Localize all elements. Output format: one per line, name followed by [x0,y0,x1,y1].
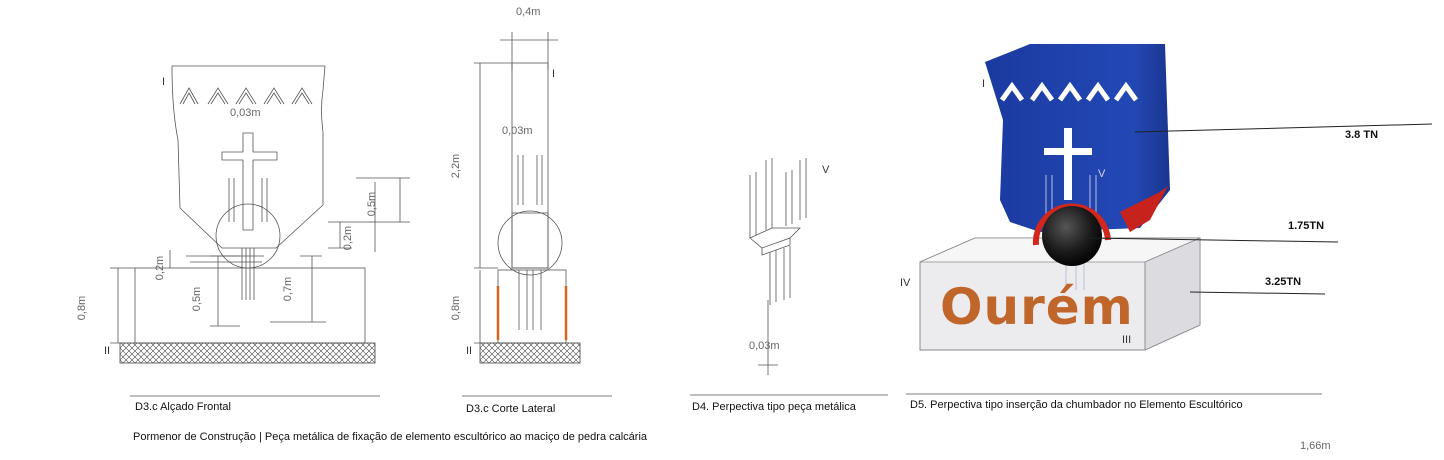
load-bottom: 3.25TN [1265,276,1302,288]
front-dim-05: 0,5m [366,191,379,217]
render-sphere [1042,206,1102,266]
caption-d3-side: D3.c Corte Lateral [466,403,556,415]
render-label-V: V [1098,168,1106,180]
caption-d3-front: D3.c Alçado Frontal [135,401,231,413]
side-section-drawing [474,32,581,364]
caption-rules [130,393,1322,397]
render-label-IV: IV [900,277,911,289]
side-dim-base: 0,8m [450,295,463,321]
front-joint-circle [215,203,281,269]
front-label-II: II [104,345,111,357]
front-dim-05b: 0,5m [191,286,204,312]
side-dim-top-width: 0,4m [516,6,541,18]
front-dim-base: 0,8m [76,295,89,321]
render-label-I: I [982,78,986,90]
caption-d4: D4. Perpectiva tipo peça metálica [692,401,856,413]
side-joint-circle [497,210,563,276]
render-red-edge [1120,186,1168,232]
side-sculpture-body [511,62,549,269]
load-middle: 1.75TN [1288,220,1325,232]
load-leader-lines [1084,123,1433,295]
front-dim-07: 0,7m [282,276,295,302]
caption-d5: D5. Perpectiva tipo inserção da chumbado… [910,399,1243,411]
side-dimension-lines [474,32,558,344]
side-dim-height: 2,2m [450,153,463,179]
front-sculpture-outline [171,65,326,249]
front-elevation-drawing [110,65,410,364]
side-label-I: I [552,68,556,80]
sculpture-render [919,44,1433,351]
side-stone-block [497,269,567,344]
front-ground-hatch [119,342,376,364]
front-rods [228,178,268,222]
side-label-II: II [466,345,473,357]
side-ground-hatch [479,342,581,364]
block-engraved-text: Ourém [940,278,1134,336]
front-dim-gap: 0,03m [230,107,261,119]
sheet-footer-title: Pormenor de Construção | Peça metálica d… [133,431,648,443]
side-lower-section [511,212,549,269]
front-dim-02b: 0,2m [154,255,167,281]
front-cross [221,132,278,231]
overall-dimension: 1,66m [1300,440,1331,452]
persp-label-V: V [822,164,830,176]
persp-dim-gap: 0,03m [749,340,780,352]
front-anchor-rods [241,248,255,300]
front-label-I: I [162,76,166,88]
side-dim-gap: 0,03m [502,125,533,137]
front-chevrons [179,87,313,105]
render-cross [1044,128,1092,200]
render-chevrons [999,81,1139,102]
render-label-III: III [1122,334,1132,346]
front-dimension-lines [110,177,410,344]
front-dim-02a: 0,2m [342,225,355,251]
metal-piece-perspective [749,158,807,375]
side-rods [517,155,543,330]
load-top: 3.8 TN [1345,129,1379,141]
